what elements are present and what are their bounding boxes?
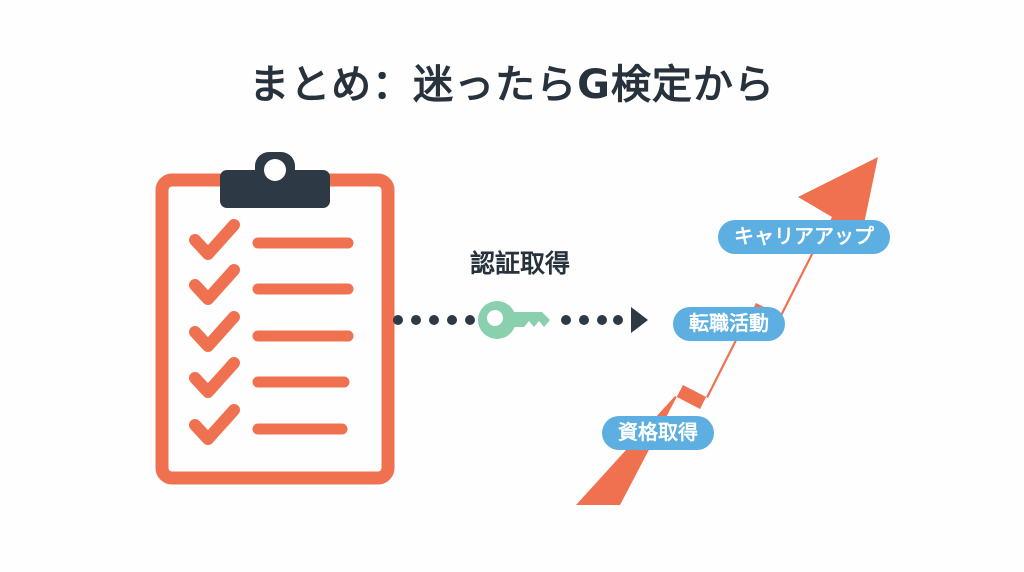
growth-arrow-shape (576, 157, 878, 505)
key-icon (478, 301, 550, 339)
clipboard-clip-hole (264, 159, 286, 181)
dotted-line-left (393, 315, 475, 325)
checklist-row (189, 404, 348, 445)
connector-label: 認証取得 (469, 249, 570, 278)
triangle-right-icon (631, 307, 648, 333)
checklist-row (189, 264, 354, 305)
checkmark-icon (189, 357, 240, 398)
page-title: まとめ：迷ったらG検定から (249, 62, 775, 108)
checklist-row (189, 219, 354, 260)
clipboard-clip-body (220, 170, 330, 208)
badge-label: 資格取得 (618, 420, 698, 444)
checklist-row (189, 357, 350, 398)
checkmark-icon (189, 404, 240, 445)
connector-graphic (392, 292, 648, 348)
badge-label: 転職活動 (689, 311, 769, 335)
checklist-clipboard (150, 150, 400, 490)
badge-label: キャリアアップ (734, 224, 874, 248)
arrow-body (576, 157, 878, 505)
checkmark-icon (189, 264, 240, 305)
dotted-path-with-key (393, 301, 648, 339)
badge-tenshoku-katsudou[interactable]: 転職活動 (673, 307, 785, 341)
checkmark-icon (189, 219, 240, 260)
checkmark-icon (189, 311, 240, 352)
badge-shikaku-shutoku[interactable]: 資格取得 (602, 416, 714, 450)
certification-connector: 認証取得 (392, 244, 648, 348)
career-growth-diagram: 資格取得 転職活動 キャリアアップ (560, 135, 900, 505)
badge-career-up[interactable]: キャリアアップ (718, 220, 890, 254)
upward-zigzag-arrow-icon (560, 135, 900, 505)
clipboard-illustration (155, 152, 395, 485)
checklist-row (189, 311, 354, 352)
dotted-line-right (561, 315, 623, 325)
